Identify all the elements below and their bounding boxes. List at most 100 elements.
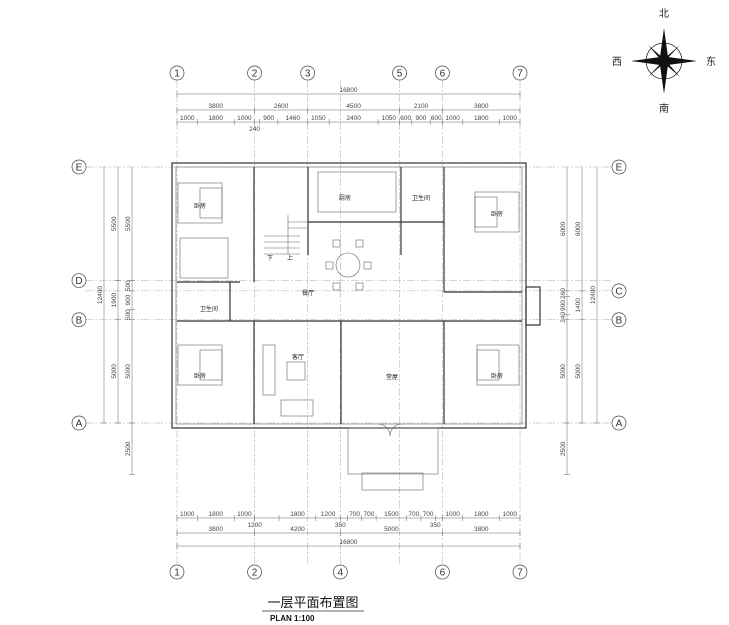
axis-label-bottom: 6: [440, 568, 446, 579]
dimension-label: 600: [431, 115, 442, 122]
grid-lines: [85, 80, 612, 565]
dimension-label: 1000: [180, 511, 195, 518]
dimension-label: 1500: [384, 511, 399, 518]
dimension-label: 1800: [209, 511, 224, 518]
axis-label-top: 5: [397, 69, 403, 80]
drawing-scale: PLAN 1:100: [270, 614, 315, 623]
dimension-label: 1400: [575, 298, 582, 313]
dimension-label: 5500: [111, 216, 118, 231]
dimension-label: 700: [363, 511, 374, 518]
dimension-label: 6000: [560, 221, 567, 236]
axis-label-right: E: [616, 163, 623, 174]
dimension-chains: 16800 3800 2600 4500 2100 3800 1000 1800 1000 240…: [97, 87, 600, 549]
room-bathroom-n: 卫生间: [412, 194, 430, 202]
dimension-label: 1800: [474, 115, 489, 122]
stair-down-label: 下: [267, 255, 273, 262]
dimension-label: 12400: [590, 286, 597, 304]
dimension-label: 5000: [111, 364, 118, 379]
dimension-label: 3800: [474, 103, 489, 110]
axis-label-right: A: [616, 419, 623, 430]
compass-south: 南: [659, 102, 669, 115]
dimension-label: 700: [408, 511, 419, 518]
axis-label-left-circle: [71, 415, 87, 431]
dimension-label: 1460: [286, 115, 301, 122]
building-walls: [171, 162, 541, 491]
dimension-label: 2500: [125, 441, 132, 456]
dimension-label: 6000: [575, 221, 582, 236]
room-bedroom-sw: 卧房: [194, 372, 206, 380]
dimension-label: 1800: [474, 511, 489, 518]
axis-label-top-circle: [300, 65, 316, 81]
axis-label-top-circle: [392, 65, 407, 81]
axis-label-bottom-circle: [512, 564, 528, 580]
axis-label-top-circle: [169, 65, 185, 81]
axis-label-bottom: 7: [517, 568, 523, 579]
axis-label-bottom: 4: [338, 568, 344, 579]
dimension-label: 1000: [503, 511, 518, 518]
dimension-label: 600: [400, 115, 411, 122]
dimension-label: 500: [125, 309, 132, 320]
dimension-label: 1000: [503, 115, 518, 122]
axis-label-right-circle: [611, 159, 627, 175]
axis-label-top: 1: [174, 69, 180, 80]
axis-label-top: 3: [305, 69, 311, 80]
dimension-label: 4200: [290, 526, 305, 533]
room-dining: 餐厅: [302, 289, 314, 297]
dimension-label: 3800: [209, 103, 224, 110]
axis-label-right-circle: [611, 415, 627, 431]
dimension-label: 900: [125, 294, 132, 305]
room-hall: 堂屋: [386, 373, 398, 381]
room-kitchen: 厨房: [339, 194, 351, 202]
dimension-label: 700: [423, 511, 434, 518]
axis-label-top: 2: [252, 69, 258, 80]
dimension-label: 1800: [290, 511, 305, 518]
dimension-label: 240: [560, 311, 567, 322]
dimension-label: 3800: [209, 526, 224, 533]
dimension-label: 1000: [237, 511, 252, 518]
room-living: 客厅: [292, 353, 304, 361]
dimension-label: 350: [335, 522, 346, 529]
dimension-label: 2100: [414, 103, 429, 110]
dimension-label: 5000: [575, 364, 582, 379]
compass-east: 东: [706, 55, 716, 68]
room-bedroom-se: 卧房: [491, 372, 503, 380]
axis-label-left-circle: [71, 159, 87, 175]
dimension-label: 2600: [274, 103, 289, 110]
dimension-label: 1050: [311, 115, 326, 122]
dimension-label: 1000: [445, 511, 460, 518]
axis-label-right: B: [616, 315, 623, 326]
axis-label-left-circle: [71, 273, 87, 288]
dimension-label: 260: [560, 288, 567, 299]
dimension-label: 500: [125, 280, 132, 291]
dimension-label: 2500: [560, 441, 567, 456]
dimension-label: 1800: [209, 115, 224, 122]
dimension-label: 16800: [339, 87, 357, 94]
dimension-label: 1000: [237, 115, 252, 122]
axis-label-top-circle: [247, 65, 262, 81]
axis-label-bottom-circle: [247, 564, 262, 580]
dimension-label: 350: [430, 522, 441, 529]
axis-label-bottom-circle: [332, 564, 348, 580]
dimension-label: 16800: [339, 539, 357, 546]
axis-label-bottom-circle: [169, 564, 185, 580]
axis-label-left: D: [75, 276, 82, 287]
room-bedroom-ne: 卧房: [491, 210, 503, 218]
dimension-label: 5000: [560, 364, 567, 379]
dimension-label: 5500: [125, 216, 132, 231]
dimension-label: 1000: [445, 115, 460, 122]
axis-label-left: E: [76, 163, 83, 174]
dimension-label: 5000: [125, 364, 132, 379]
dimension-label: 1900: [111, 293, 118, 308]
compass-north: 北: [659, 8, 669, 20]
axis-label-right-circle: [611, 312, 627, 328]
dimension-label: 1200: [247, 522, 262, 529]
axis-label-left: B: [76, 315, 83, 326]
dimension-label: 1000: [180, 115, 195, 122]
dimension-label: 4500: [346, 103, 361, 110]
axis-label-bottom: 1: [174, 568, 180, 579]
axis-label-right: C: [615, 286, 622, 297]
axis-label-top: 6: [440, 69, 446, 80]
dimension-label: 1200: [321, 511, 336, 518]
dimension-label: 3800: [474, 526, 489, 533]
